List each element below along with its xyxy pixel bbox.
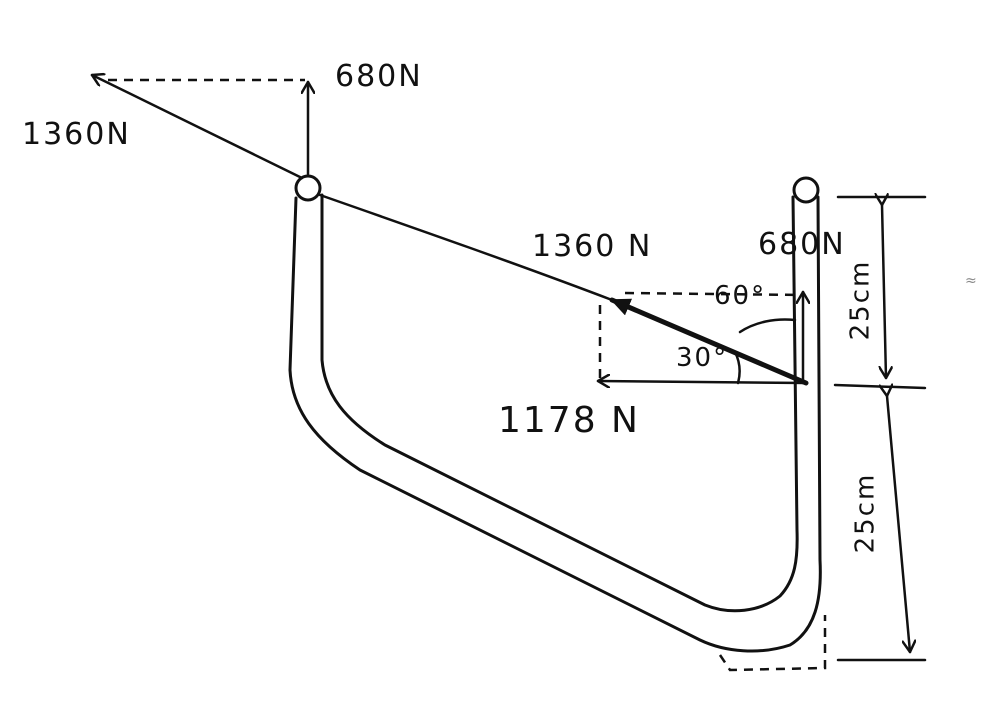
label-1178n: 1178 N bbox=[498, 400, 640, 441]
paper-speck: ≈ bbox=[965, 273, 977, 289]
label-dim-upper: 25cm bbox=[845, 259, 876, 341]
label-680n-right: 680N bbox=[758, 227, 846, 262]
pin-left bbox=[294, 174, 322, 202]
force-arrow-1360-left bbox=[90, 75, 304, 180]
force-arrow-1360-mid bbox=[609, 297, 809, 386]
angle-arc-30 bbox=[733, 350, 741, 385]
cable-line bbox=[318, 193, 614, 302]
label-dim-lower: 25cm bbox=[850, 472, 881, 554]
bent-bar bbox=[288, 174, 827, 672]
label-1360n-mid: 1360 N bbox=[532, 229, 653, 264]
label-angle-60: 60° bbox=[714, 281, 767, 311]
dashed-construction-mid-top bbox=[624, 291, 804, 297]
angle-arc-60 bbox=[738, 318, 797, 334]
label-1360n-left: 1360N bbox=[22, 117, 131, 152]
pin-right bbox=[792, 176, 820, 204]
dimension-line bbox=[833, 197, 927, 662]
force-arrow-1178 bbox=[596, 381, 808, 383]
label-680n-top: 680N bbox=[335, 59, 423, 94]
label-angle-30: 30° bbox=[676, 343, 729, 373]
